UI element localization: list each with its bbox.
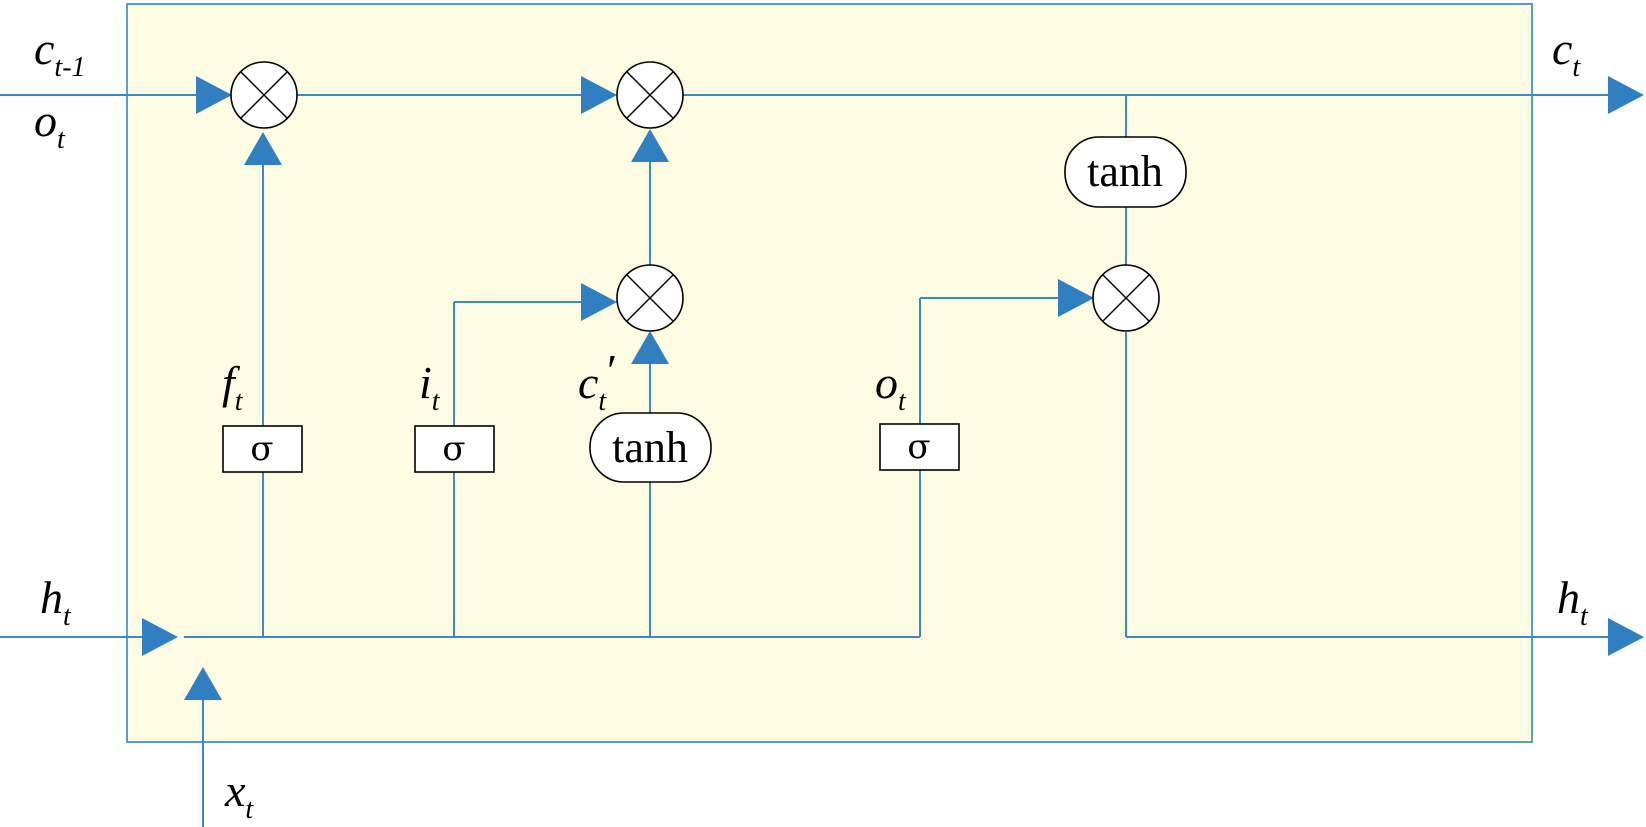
multiply-node-input bbox=[616, 264, 684, 332]
label-o-left: ot bbox=[34, 95, 66, 155]
label-c-out: ct bbox=[1552, 23, 1581, 83]
tanh-candidate: tanh bbox=[589, 412, 712, 483]
label-h-in: ht bbox=[40, 572, 72, 632]
arrowhead-cell-mult bbox=[581, 76, 617, 114]
arrowhead-output-gate bbox=[1058, 279, 1094, 317]
label-x-in: xt bbox=[224, 765, 254, 825]
sigmoid-output-gate: σ bbox=[879, 423, 960, 471]
multiply-node-output bbox=[1092, 264, 1160, 332]
arrowhead-forget-mult bbox=[196, 76, 232, 114]
sigmoid-forget-label: σ bbox=[250, 429, 273, 469]
multiply-node-cell bbox=[616, 61, 684, 129]
wires bbox=[0, 94, 1612, 827]
label-c-prev: ct-1 bbox=[34, 23, 86, 83]
arrowhead-input-update bbox=[631, 129, 669, 162]
arrowhead-x-in bbox=[184, 667, 222, 700]
arrowhead-h-in bbox=[142, 618, 178, 656]
arrowhead-input-gate bbox=[581, 283, 617, 321]
sigmoid-input-label: σ bbox=[442, 429, 465, 469]
cell-body bbox=[126, 3, 1533, 743]
sigmoid-forget-gate: σ bbox=[222, 425, 303, 473]
tanh-output-label: tanh bbox=[1087, 147, 1163, 196]
arrowhead-c-out bbox=[1608, 76, 1644, 114]
label-output-gate: ot bbox=[875, 357, 907, 417]
sigmoid-output-label: σ bbox=[907, 427, 930, 467]
tanh-output: tanh bbox=[1064, 136, 1187, 208]
arrowheads bbox=[142, 76, 1644, 700]
arrowhead-candidate bbox=[631, 331, 669, 364]
sigmoid-input-gate: σ bbox=[414, 425, 495, 473]
label-input-gate: it bbox=[419, 357, 441, 417]
tanh-candidate-label: tanh bbox=[612, 423, 688, 472]
arrowhead-h-out bbox=[1608, 618, 1644, 656]
label-h-out: ht bbox=[1557, 572, 1589, 632]
arrowhead-forget-gate bbox=[244, 132, 282, 165]
multiply-node-forget bbox=[230, 61, 298, 129]
label-candidate: ct′ bbox=[578, 345, 615, 417]
